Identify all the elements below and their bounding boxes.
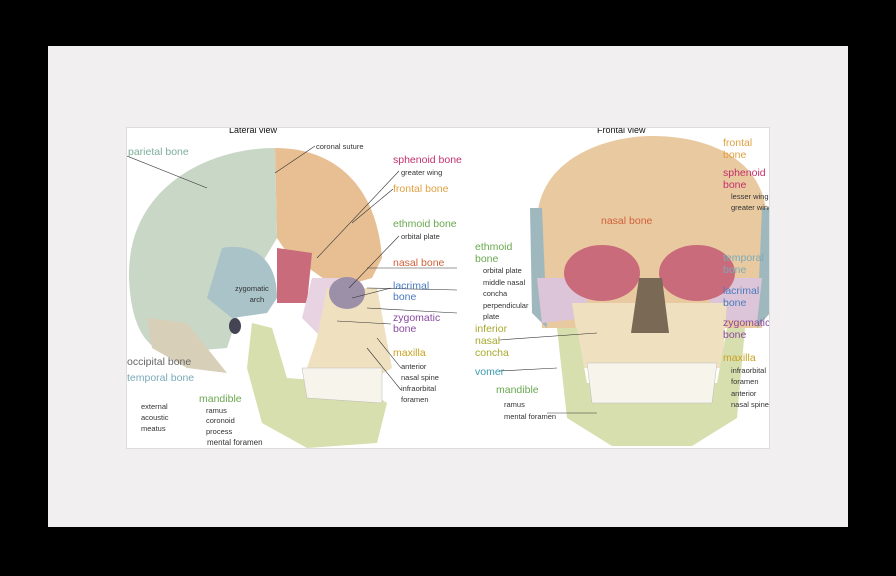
- label-external-acoustic-meatus: external acoustic meatus: [141, 401, 169, 434]
- mnc-line2: concha: [483, 289, 508, 298]
- inc-line2: nasal: [475, 335, 501, 347]
- zygomatic-line1: zygomatic: [723, 317, 770, 329]
- label-mandible: mandible: [199, 393, 242, 405]
- frontal-temporal-right: [757, 208, 769, 328]
- coronoid-line1: coronoid: [206, 416, 235, 425]
- label-vomer: vomer: [475, 366, 505, 378]
- label-infraorbital-foramen-f: infraorbital foramen: [731, 365, 766, 387]
- label-mental-foramen-lateral: mental foramen: [206, 437, 264, 448]
- io-line1: infraorbital: [401, 384, 437, 393]
- inc-line3: concha: [475, 347, 509, 359]
- label-nasal-bone: nasal bone: [393, 257, 445, 269]
- eam-line1: external: [141, 402, 168, 411]
- temporal-line2: bone: [723, 264, 747, 276]
- io-f-line1: infraorbital: [731, 366, 767, 375]
- label-occipital-bone: occipital bone: [127, 356, 192, 368]
- label-maxilla: maxilla: [393, 347, 426, 359]
- eam-line2: acoustic: [141, 413, 169, 422]
- lateral-maxilla: [307, 288, 392, 388]
- label-sphenoid-bone: sphenoid bone: [393, 154, 462, 166]
- ans-f-line1: anterior: [731, 389, 757, 398]
- lateral-skull: [128, 148, 392, 448]
- frontal-line2: bone: [723, 149, 747, 161]
- pp-line2: plate: [483, 312, 500, 321]
- mnc-line1: middle nasal: [483, 278, 526, 287]
- pp-line1: perpendicular: [483, 301, 529, 310]
- coronoid-line2: process: [206, 427, 233, 436]
- frontal-skull: [530, 136, 769, 446]
- label-orbital-plate: orbital plate: [401, 232, 440, 241]
- lateral-view-title: Lateral view: [229, 127, 278, 135]
- io-f-line2: foramen: [731, 377, 759, 386]
- ethmoid-line1: ethmoid: [475, 241, 513, 253]
- label-parietal-bone: parietal bone: [128, 146, 189, 158]
- inc-line1: inferior: [475, 323, 508, 335]
- frontal-orbit-left: [564, 245, 640, 301]
- skull-diagram: Lateral view parietal bone coronal sutur…: [126, 127, 770, 449]
- label-ramus: ramus: [206, 406, 227, 415]
- zygomatic-line2: bone: [723, 329, 747, 341]
- lacrimal-line1: lacrimal: [723, 285, 760, 297]
- label-mental-foramen-f: mental foramen: [504, 412, 557, 421]
- temporal-line1: temporal: [723, 252, 764, 264]
- lacrimal-line2: bone: [723, 297, 747, 309]
- label-mandible-f: mandible: [496, 384, 539, 396]
- label-zygomatic-bone: bone: [393, 323, 417, 335]
- ans-f-line2: nasal spine: [731, 400, 769, 409]
- label-maxilla-f: maxilla: [723, 352, 756, 364]
- label-frontal-bone: frontal bone: [393, 183, 449, 195]
- lateral-temporal: [207, 246, 277, 318]
- sphenoid-line2: bone: [723, 179, 747, 191]
- frontal-orbit-right: [659, 245, 735, 301]
- label-perpendicular-plate: perpendicular plate: [483, 300, 528, 322]
- lateral-orbit: [329, 277, 365, 309]
- leader-lines: [127, 145, 598, 414]
- label-ramus-f: ramus: [504, 400, 525, 409]
- label-ethmoid-bone: ethmoid bone: [393, 218, 457, 230]
- skull-illustrations: [127, 136, 769, 448]
- lateral-occipital: [147, 318, 227, 373]
- label-coronal-suture: coronal suture: [316, 142, 364, 151]
- label-lacrimal: lacrimal: [393, 280, 430, 292]
- zygomatic-arch-line1: zygomatic: [235, 284, 269, 293]
- sphenoid-line1: sphenoid: [723, 167, 766, 179]
- lateral-teeth: [301, 367, 383, 404]
- label-temporal-bone: temporal bone: [127, 372, 195, 384]
- io-line2: foramen: [401, 395, 429, 404]
- lateral-sphenoid: [277, 248, 312, 303]
- label-coronoid-process: coronoid process: [206, 415, 235, 437]
- label-anterior-nasal-spine: anterior nasal spine: [401, 361, 439, 383]
- label-lesser-wing: lesser wing: [731, 192, 769, 201]
- label-nasal-bone-f: nasal bone: [601, 215, 653, 227]
- label-anterior-nasal-spine-f: anterior nasal spine: [731, 388, 769, 410]
- label-zygomatic: zygomatic: [393, 312, 441, 324]
- label-infraorbital-foramen: infraorbital foramen: [401, 383, 436, 405]
- lateral-ear-canal: [229, 318, 241, 334]
- label-greater-wing: greater wing: [401, 168, 443, 177]
- zygomatic-arch-line2: arch: [249, 295, 265, 304]
- label-middle-nasal-concha: middle nasal concha: [483, 277, 525, 299]
- label-greater-wing-f: greater wing: [731, 203, 770, 212]
- frontal-view-title: Frontal view: [597, 127, 646, 135]
- label-orbital-plate-f: orbital plate: [483, 266, 522, 275]
- frontal-nasal-cavity: [631, 278, 669, 333]
- ethmoid-line2: bone: [475, 253, 499, 265]
- ans-line1: anterior: [401, 362, 427, 371]
- ans-line2: nasal spine: [401, 373, 439, 382]
- eam-line3: meatus: [141, 424, 166, 433]
- frontal-maxilla: [572, 303, 727, 368]
- frontal-line1: frontal: [723, 137, 753, 149]
- label-lacrimal-bone: bone: [393, 291, 417, 303]
- frontal-teeth: [586, 362, 718, 404]
- label-zygomatic-arch: zygomatic arch: [235, 283, 269, 305]
